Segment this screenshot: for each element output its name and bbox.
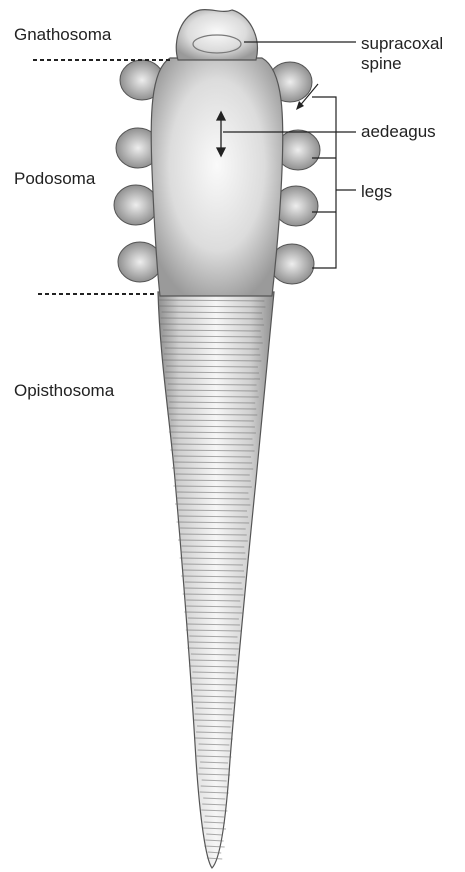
opisthosoma-label: Opisthosoma <box>14 381 114 401</box>
supracoxal-spine-label: supracoxal spine <box>361 34 443 74</box>
podosoma-label: Podosoma <box>14 169 95 189</box>
podosoma-body <box>151 58 283 296</box>
gnathosoma-label: Gnathosoma <box>14 25 111 45</box>
legs-bracket <box>312 97 336 268</box>
aedeagus-label: aedeagus <box>361 122 436 142</box>
legs-label: legs <box>361 182 392 202</box>
